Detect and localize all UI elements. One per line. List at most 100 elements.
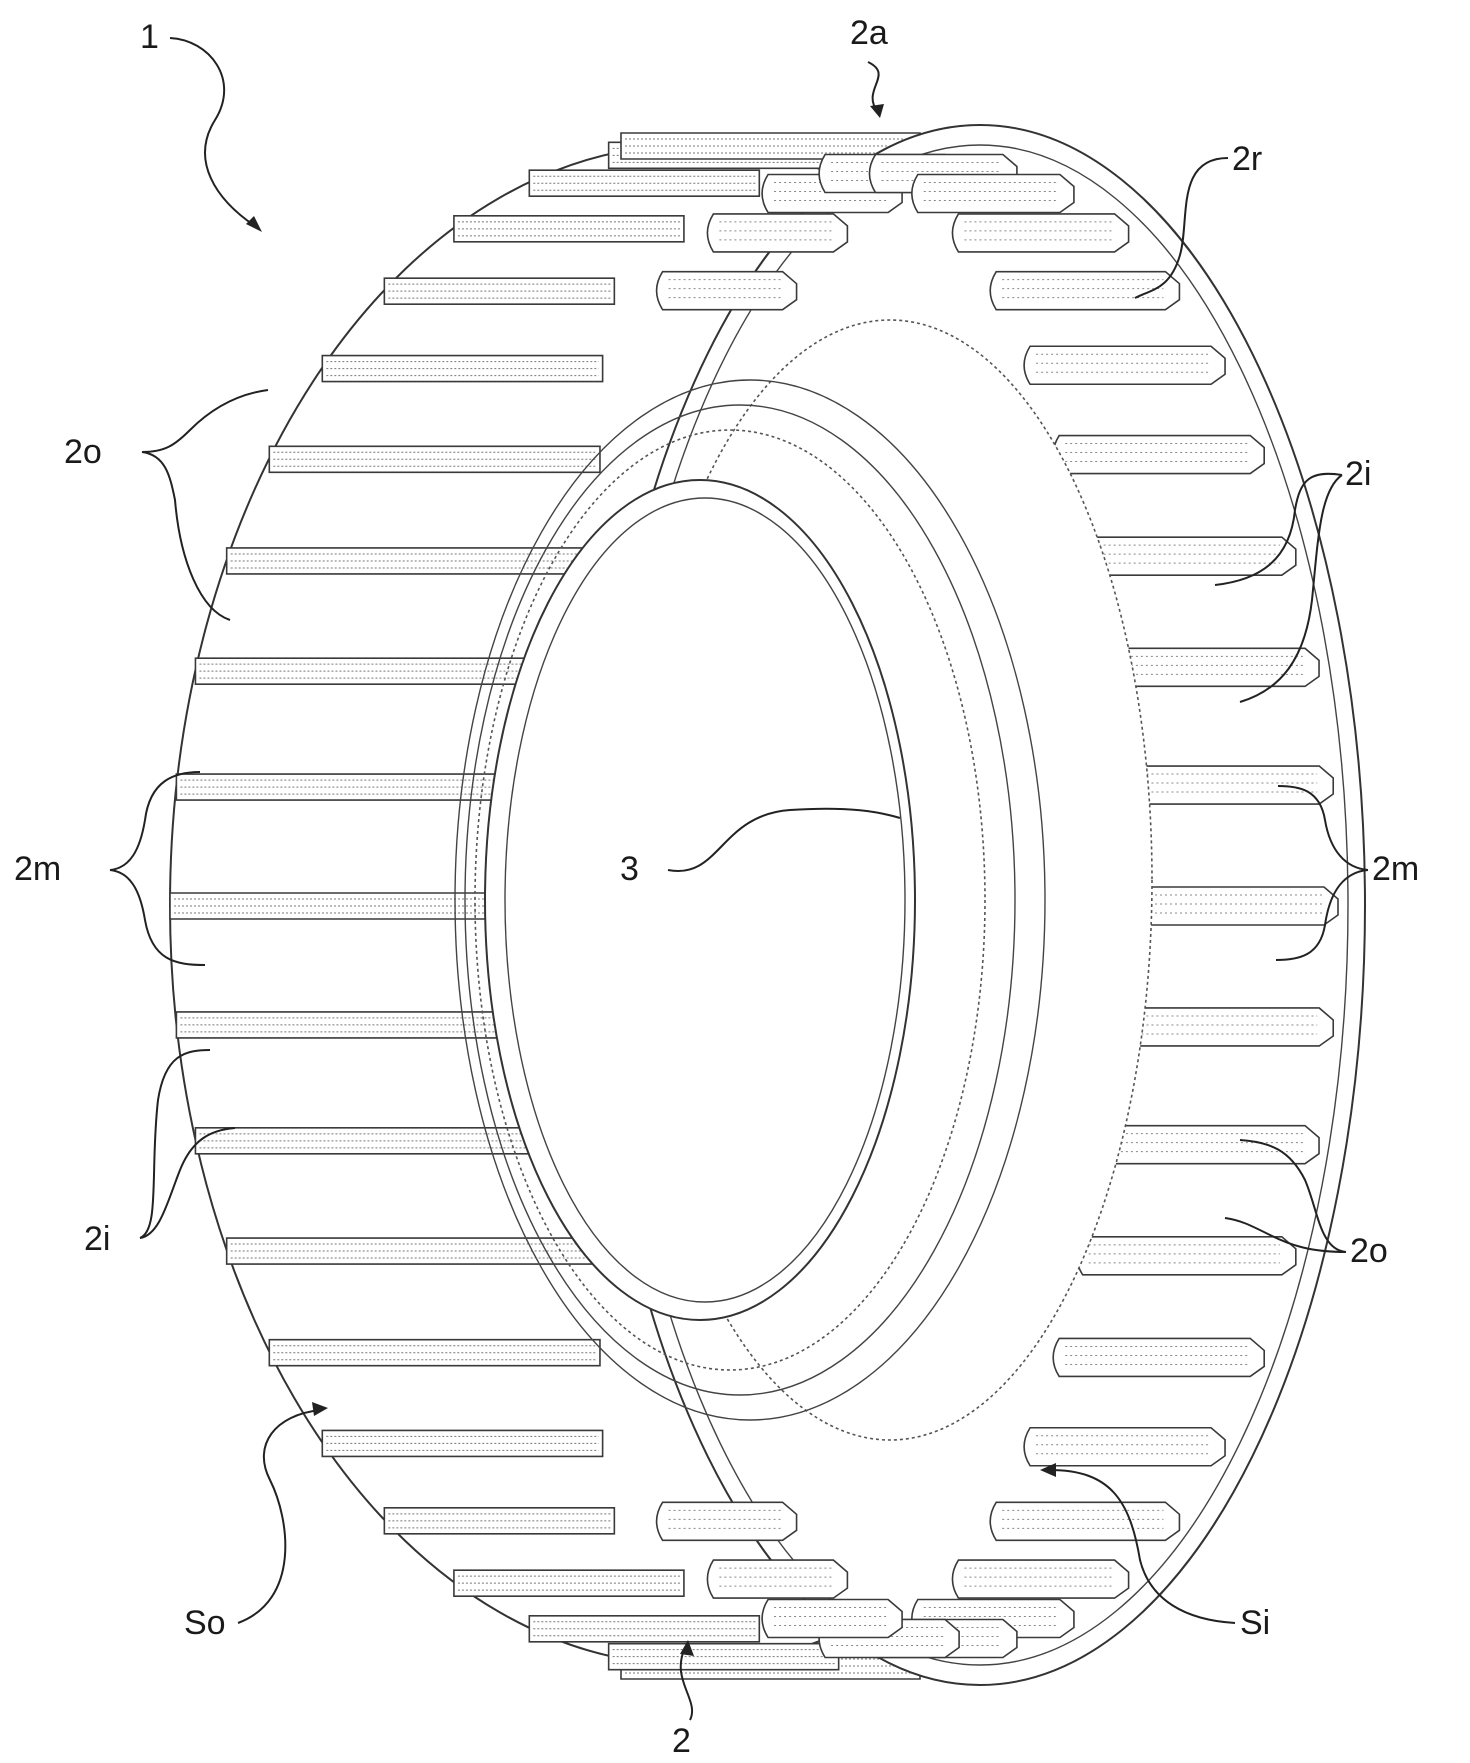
label-2a: 2a xyxy=(850,14,888,52)
inner-tooth-body xyxy=(655,1501,798,1542)
inner-tooth xyxy=(655,1501,798,1542)
leader-2a xyxy=(867,61,880,113)
inner-tooth-body xyxy=(911,173,1075,214)
label-2: 2 xyxy=(672,1722,691,1760)
outer-tooth-face xyxy=(528,169,761,197)
outer-tooth xyxy=(383,277,616,305)
outer-tooth xyxy=(321,1429,604,1458)
inner-tooth-body xyxy=(1052,434,1265,475)
leader-2o-left-b xyxy=(141,451,231,621)
inner-tooth-body xyxy=(989,270,1181,311)
leader-2m-right-b xyxy=(1275,869,1369,961)
inner-tooth xyxy=(761,1598,903,1639)
outer-tooth xyxy=(528,169,761,197)
label-2r: 2r xyxy=(1232,140,1262,178)
outer-tooth-face xyxy=(383,1507,616,1535)
inner-tooth xyxy=(1093,1124,1320,1165)
inner-tooth-body xyxy=(1075,1236,1297,1276)
inner-tooth xyxy=(1023,1426,1226,1467)
inner-tooth xyxy=(706,1559,849,1599)
arrowhead-So xyxy=(312,1402,328,1416)
inner-tooth-body xyxy=(655,270,798,311)
inner-tooth xyxy=(1075,1236,1297,1276)
inner-tooth-body xyxy=(706,213,849,253)
inner-tooth xyxy=(911,173,1075,214)
leader-2 xyxy=(679,1647,693,1721)
outer-tooth xyxy=(225,1237,599,1265)
outer-tooth xyxy=(268,445,601,474)
leader-2r xyxy=(1134,157,1229,299)
outer-tooth xyxy=(175,773,597,801)
outer-tooth xyxy=(607,1642,840,1671)
inner-tooth xyxy=(1052,1337,1265,1378)
hub-bore-inner-ellipse xyxy=(504,497,906,1303)
inner-tooth-body xyxy=(951,1559,1130,1599)
hub-ring-3 xyxy=(474,429,986,1371)
label-2m-right: 2m xyxy=(1372,850,1419,888)
outer-tooth xyxy=(528,1615,761,1643)
inner-tooth-body xyxy=(951,213,1130,253)
outer-tooth xyxy=(383,1507,616,1535)
outer-tooth xyxy=(225,547,599,575)
outer-tooth-face xyxy=(607,1642,840,1671)
inner-tooth xyxy=(989,270,1181,311)
inner-tooth xyxy=(655,270,798,311)
inner-tooth xyxy=(1052,434,1265,475)
leader-2m-left-b xyxy=(109,869,206,966)
inner-tooth-body xyxy=(706,1559,849,1599)
leader-2i-right-a xyxy=(1214,472,1343,586)
inner-tooth-body xyxy=(1093,1124,1320,1165)
labels: 1 2a 2r 2o 2i 3 2m 2m 2i 2o So Si 2 xyxy=(14,14,1419,1760)
label-Si: Si xyxy=(1240,1604,1270,1642)
label-2o-right: 2o xyxy=(1350,1232,1388,1270)
leader-2o-right-a xyxy=(1239,1139,1347,1253)
inner-tooth-body xyxy=(1023,1426,1226,1467)
hub-bore-ellipse xyxy=(484,479,916,1321)
inner-tooth-body xyxy=(1052,1337,1265,1378)
outer-tooth-face xyxy=(528,1615,761,1643)
leader-2o-left xyxy=(141,389,269,453)
outer-tooth-face xyxy=(453,1569,685,1597)
hub-ring-2 xyxy=(464,404,1016,1396)
outer-tooth-face xyxy=(383,277,616,305)
leader-2i-left-a xyxy=(139,1049,211,1239)
arrowhead-2a xyxy=(870,104,884,118)
label-2i-left: 2i xyxy=(84,1220,110,1258)
inner-tooth xyxy=(951,213,1130,253)
arrowhead-1 xyxy=(246,216,262,232)
leader-2i-left-b xyxy=(139,1127,236,1239)
leader-lines xyxy=(109,37,1369,1721)
leader-1 xyxy=(169,37,259,229)
outer-tooth xyxy=(268,1338,601,1367)
inner-tooth xyxy=(706,213,849,253)
outer-tooth xyxy=(620,132,921,160)
inner-tooth-body xyxy=(761,1598,903,1639)
arrowhead-Si xyxy=(1040,1463,1056,1477)
label-2o-left: 2o xyxy=(64,433,102,471)
label-2m-left: 2m xyxy=(14,850,61,888)
label-2i-right: 2i xyxy=(1345,455,1371,493)
outer-tooth xyxy=(453,1569,685,1597)
outer-tooth-face xyxy=(453,215,685,243)
inner-tooth xyxy=(989,1501,1181,1542)
inner-tooth xyxy=(1023,345,1226,386)
inner-tooth xyxy=(951,1559,1130,1599)
inner-tooth-body xyxy=(1023,345,1226,386)
hub-ring-1 xyxy=(454,379,1046,1421)
leader-So xyxy=(237,1409,321,1624)
outer-tooth xyxy=(453,215,685,243)
label-1: 1 xyxy=(140,18,159,56)
leader-2m-right-a xyxy=(1277,785,1369,871)
leader-2i-right-b xyxy=(1239,474,1343,703)
leader-2o-right-b xyxy=(1224,1217,1347,1253)
leader-Si xyxy=(1049,1469,1236,1624)
inner-tooth-body xyxy=(989,1501,1181,1542)
arrowhead-2 xyxy=(680,1640,694,1656)
outer-tooth xyxy=(321,354,604,383)
inner-hub xyxy=(454,319,1153,1441)
inner-teeth-group xyxy=(655,153,1339,1659)
leader-2m-left-a xyxy=(109,771,201,871)
leader-3 xyxy=(667,807,901,873)
label-3: 3 xyxy=(620,850,639,888)
